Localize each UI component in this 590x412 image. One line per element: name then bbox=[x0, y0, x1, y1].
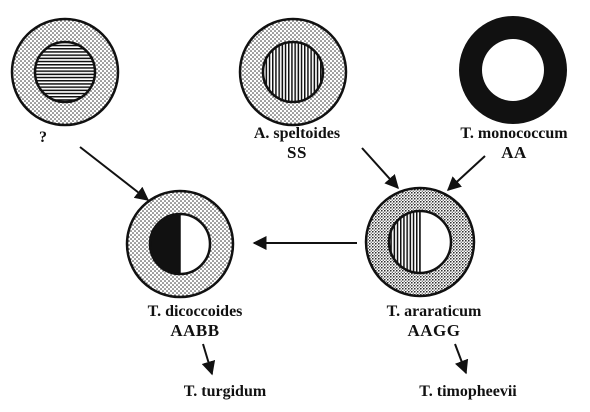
label-unknown: ? bbox=[30, 130, 56, 146]
node-speltoides bbox=[240, 19, 346, 125]
arrow-speltoides-to-araraticum bbox=[362, 148, 398, 188]
label-araraticum-name: T. araraticum bbox=[368, 304, 500, 320]
label-turgidum: T. turgidum bbox=[160, 384, 290, 400]
arrow-unknown-to-dicoccoides bbox=[80, 147, 148, 200]
unknown-nucleus bbox=[35, 42, 95, 102]
node-unknown bbox=[12, 19, 118, 125]
label-dicoccoides-name: T. dicoccoides bbox=[120, 304, 270, 320]
label-timopheevii: T. timopheevii bbox=[398, 384, 538, 400]
node-monococcum bbox=[459, 16, 567, 124]
label-speltoides-genome: SS bbox=[233, 144, 361, 161]
node-araraticum bbox=[366, 188, 474, 296]
arrow-monococcum-to-araraticum bbox=[448, 156, 485, 190]
label-monococcum-genome: AA bbox=[448, 144, 580, 161]
arrow-dicoccoides-to-turgidum bbox=[203, 344, 212, 374]
node-dicoccoides bbox=[127, 191, 233, 297]
speltoides-nucleus bbox=[263, 42, 323, 102]
monococcum-nucleus bbox=[482, 39, 544, 101]
label-monococcum-name: T. monococcum bbox=[448, 126, 580, 142]
arrow-araraticum-to-timopheevii bbox=[455, 344, 466, 373]
label-speltoides-name: A. speltoides bbox=[233, 126, 361, 142]
label-dicoccoides-genome: AABB bbox=[120, 322, 270, 339]
label-araraticum-genome: AAGG bbox=[368, 322, 500, 339]
